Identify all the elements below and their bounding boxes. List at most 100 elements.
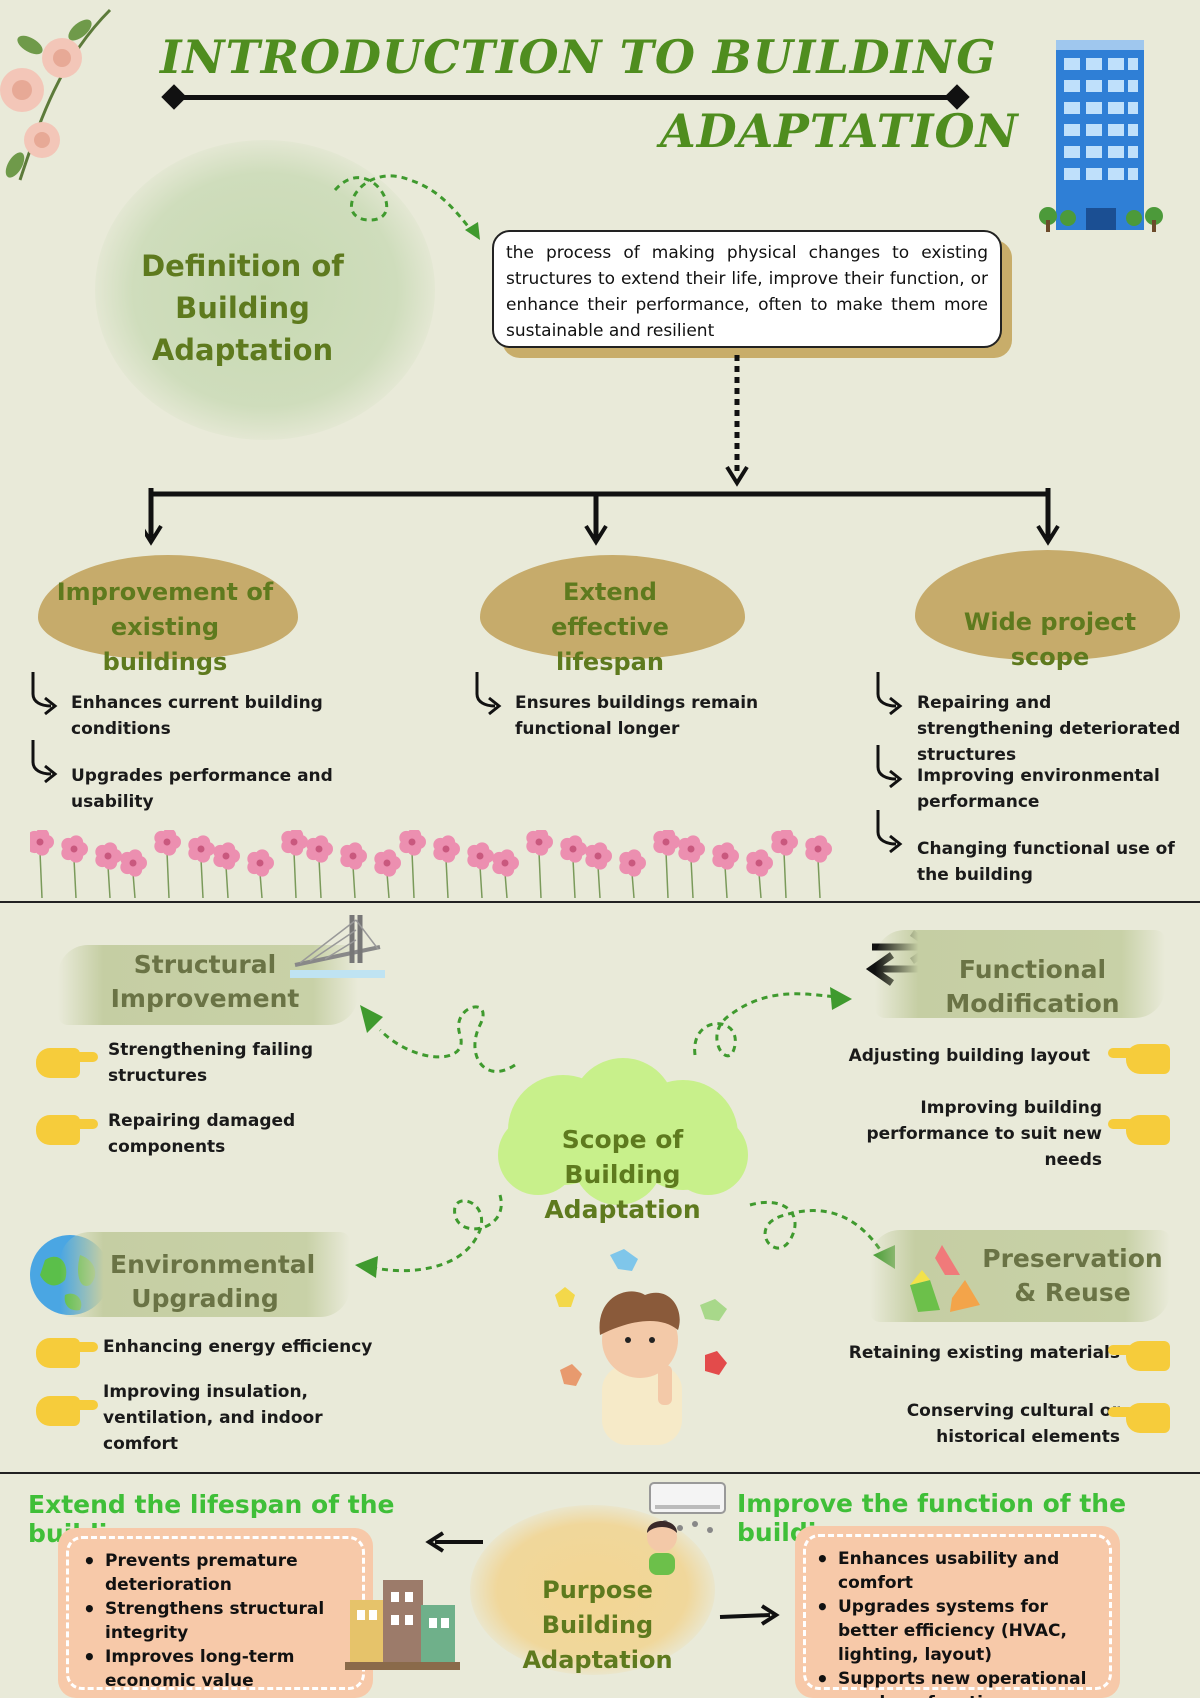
preservation-point-1: Retaining existing materials [848, 1343, 1120, 1363]
flower [467, 842, 494, 899]
flower [619, 849, 646, 899]
branch-3-blob [915, 550, 1180, 660]
pointing-hand-icon [1108, 1341, 1170, 1371]
bridge-icon [290, 915, 385, 985]
title-underline-left-cap [161, 84, 187, 110]
purpose-right-item: Enhances usability and comfort [812, 1547, 1101, 1595]
branch-1-title: Improvement of existing buildings [56, 578, 274, 676]
branch-2-title: Extend effective lifespan [551, 578, 669, 676]
flower [805, 835, 832, 899]
page-title-line1: INTRODUCTION TO BUILDING [160, 30, 997, 84]
branch-3-title: Wide project scope [963, 608, 1137, 671]
branch-1-blob [38, 555, 298, 659]
flower [120, 849, 147, 899]
flower [247, 849, 274, 899]
flower [712, 842, 739, 899]
curved-arrow-icon [872, 743, 908, 795]
functional-brush [875, 930, 1165, 1018]
branch-3-point-3: Changing functional use of the building [917, 839, 1175, 885]
flower [281, 828, 308, 899]
purpose-right-box: Enhances usability and comfort Upgrades … [795, 1526, 1120, 1698]
flower [399, 828, 426, 899]
title-underline [170, 95, 960, 100]
pointing-hand-icon [1108, 1044, 1170, 1074]
branch-2-point-1: Ensures buildings remain functional long… [515, 693, 759, 739]
flower-decoration [0, 0, 120, 190]
curved-arrow-icon [872, 808, 908, 860]
curved-arrow-icon [27, 670, 63, 722]
curly-arrow-structural [355, 985, 520, 1080]
flower [492, 849, 519, 899]
flower [585, 842, 612, 899]
structural-brush [58, 945, 358, 1025]
flower-row-decoration [27, 828, 850, 900]
scope-cloud [488, 1055, 753, 1205]
curly-arrow-functional [690, 975, 860, 1065]
flower [306, 835, 333, 899]
pointing-hand-icon [36, 1048, 98, 1078]
purpose-left-item: Improves long-term economic value [79, 1645, 352, 1693]
curved-arrow-icon [471, 670, 507, 722]
structural-point-1: Strengthening failing structures [108, 1040, 314, 1086]
flower [433, 835, 460, 899]
environmental-title: Environmental Upgrading [110, 1250, 316, 1313]
scope-center-title: Scope of Building Adaptation [544, 1125, 701, 1224]
purpose-right-item: Upgrades systems for better efficiency (… [812, 1595, 1101, 1667]
pointing-hand-icon [36, 1115, 98, 1145]
purpose-right-title: Improve the function of the building [737, 1489, 1127, 1547]
thinking-person-illustration [540, 1245, 740, 1445]
flower [374, 849, 401, 899]
purpose-right-list: Enhances usability and comfort Upgrades … [812, 1547, 1101, 1698]
pointing-hand-icon [1108, 1115, 1170, 1145]
office-building-icon [1030, 30, 1170, 240]
curved-arrow-icon [27, 738, 63, 790]
flower [61, 835, 88, 899]
branch-3-point-2: Improving environmental performance [917, 766, 1160, 812]
structural-title: Structural Improvement [110, 950, 300, 1013]
branch-3-point-1: Repairing and strengthening deteriorated… [917, 693, 1181, 765]
purpose-left-box: Prevents premature deterioration Strengt… [58, 1528, 373, 1698]
flower [560, 835, 587, 899]
flower [746, 849, 773, 899]
flower [526, 828, 553, 899]
preservation-title: Preservation & Reuse [982, 1244, 1163, 1307]
definition-text-box: the process of making physical changes t… [492, 230, 1002, 348]
purpose-left-list: Prevents premature deterioration Strengt… [79, 1549, 352, 1693]
purpose-right-item: Supports new operational needs or functi… [812, 1667, 1101, 1698]
flower [188, 835, 215, 899]
definition-label: Definition of Building Adaptation [141, 249, 344, 367]
dotted-arrow-down [725, 355, 749, 490]
flower [95, 842, 122, 899]
section-divider-2 [0, 1472, 1200, 1474]
section-divider-1 [0, 901, 1200, 903]
curved-arrow-icon [872, 670, 908, 722]
curly-arrow-environmental [350, 1190, 510, 1285]
purpose-left-item: Prevents premature deterioration [79, 1549, 352, 1597]
flower [154, 828, 181, 899]
pointing-hand-icon [36, 1338, 98, 1368]
branch-2-blob [480, 555, 745, 659]
flower [27, 828, 54, 899]
flower [340, 842, 367, 899]
purpose-center-title: Purpose Building Adaptation [522, 1576, 673, 1674]
environmental-brush [60, 1232, 350, 1317]
flower [653, 828, 680, 899]
functional-title: Functional Modification [945, 955, 1120, 1018]
woman-illustration [637, 1515, 687, 1575]
pointing-hand-icon [36, 1396, 98, 1426]
watercolor-blob [95, 140, 435, 440]
branch-1-point-1: Enhances current building conditions [71, 693, 323, 739]
flower [771, 828, 798, 899]
houses-illustration [345, 1570, 460, 1670]
page-title-line2: ADAPTATION [660, 104, 1019, 158]
recycle-icon [900, 1240, 985, 1320]
preservation-point-2: Conserving cultural or historical elemen… [906, 1401, 1120, 1447]
purpose-left-item: Strengthens structural integrity [79, 1597, 352, 1645]
pointing-hand-icon [1108, 1403, 1170, 1433]
arrow-right-icon [718, 1603, 780, 1627]
curly-arrow-to-definition [330, 160, 490, 250]
arrow-left-icon [425, 1530, 485, 1554]
environmental-point-2: Improving insulation, ventilation, and i… [103, 1382, 323, 1454]
environmental-point-1: Enhancing energy efficiency [103, 1337, 373, 1357]
flower [678, 835, 705, 899]
